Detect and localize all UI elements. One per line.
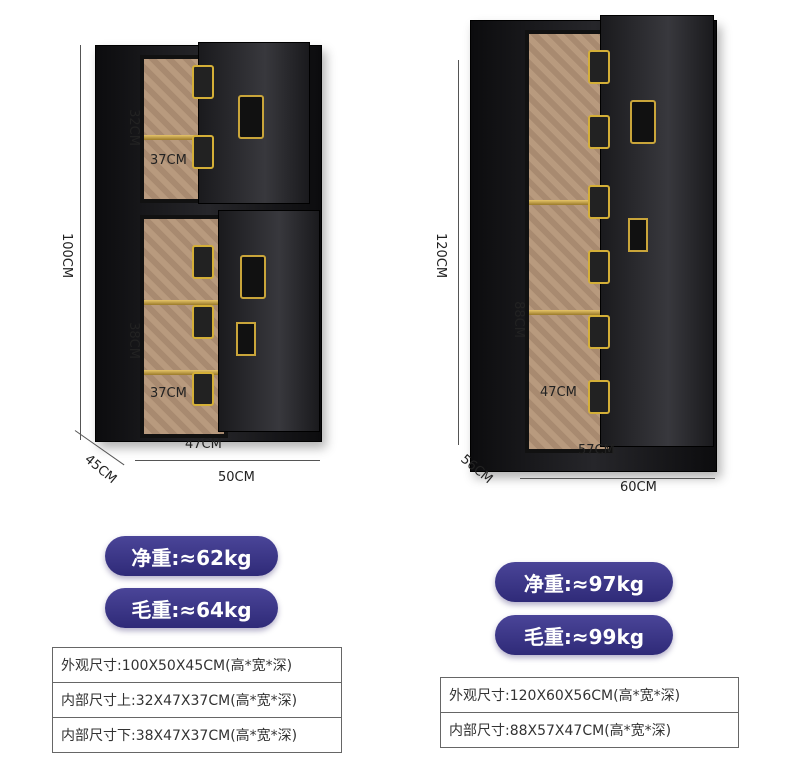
handle-icon [628, 218, 648, 252]
right-gross-weight-badge: 毛重:≈99kg [495, 615, 673, 655]
left-lower-inner-height-label: 38CM [125, 322, 141, 359]
spec-row: 内部尺寸上:32X47X37CM(高*宽*深) [53, 683, 341, 718]
handle-icon [236, 322, 256, 356]
keypad-icon [240, 255, 266, 299]
spec-row: 内部尺寸下:38X47X37CM(高*宽*深) [61, 728, 298, 744]
right-inner-height-label: 88CM [510, 301, 526, 338]
left-net-weight-badge: 净重:≈62kg [105, 536, 278, 576]
right-net-weight-badge: 净重:≈97kg [495, 562, 673, 602]
keypad-icon [238, 95, 264, 139]
right-inner-depth-label: 47CM [540, 385, 577, 400]
spec-row: 内部尺寸:88X57X47CM(高*宽*深) [449, 723, 672, 739]
left-lower-inner-depth-label: 37CM [150, 386, 187, 401]
left-width-label: 50CM [218, 470, 255, 485]
left-spec-table: 外观尺寸:100X50X45CM(高*宽*深) 内部尺寸上:32X47X37CM… [52, 647, 342, 753]
right-spec-table: 外观尺寸:120X60X56CM(高*宽*深) 内部尺寸:88X57X47CM(… [440, 677, 739, 748]
left-upper-inner-height-label: 32CM [125, 109, 141, 146]
right-width-label: 60CM [620, 480, 657, 495]
spec-row: 外观尺寸:120X60X56CM(高*宽*深) [441, 678, 738, 713]
right-height-label: 120CM [433, 232, 449, 279]
right-inner-width-label: 57CM [578, 443, 615, 458]
left-inner-width-label: 47CM [185, 437, 222, 452]
left-gross-weight-badge: 毛重:≈64kg [105, 588, 278, 628]
left-upper-inner-depth-label: 37CM [150, 153, 187, 168]
left-height-label: 100CM [59, 232, 75, 279]
keypad-icon [630, 100, 656, 144]
spec-row: 外观尺寸:100X50X45CM(高*宽*深) [53, 648, 341, 683]
